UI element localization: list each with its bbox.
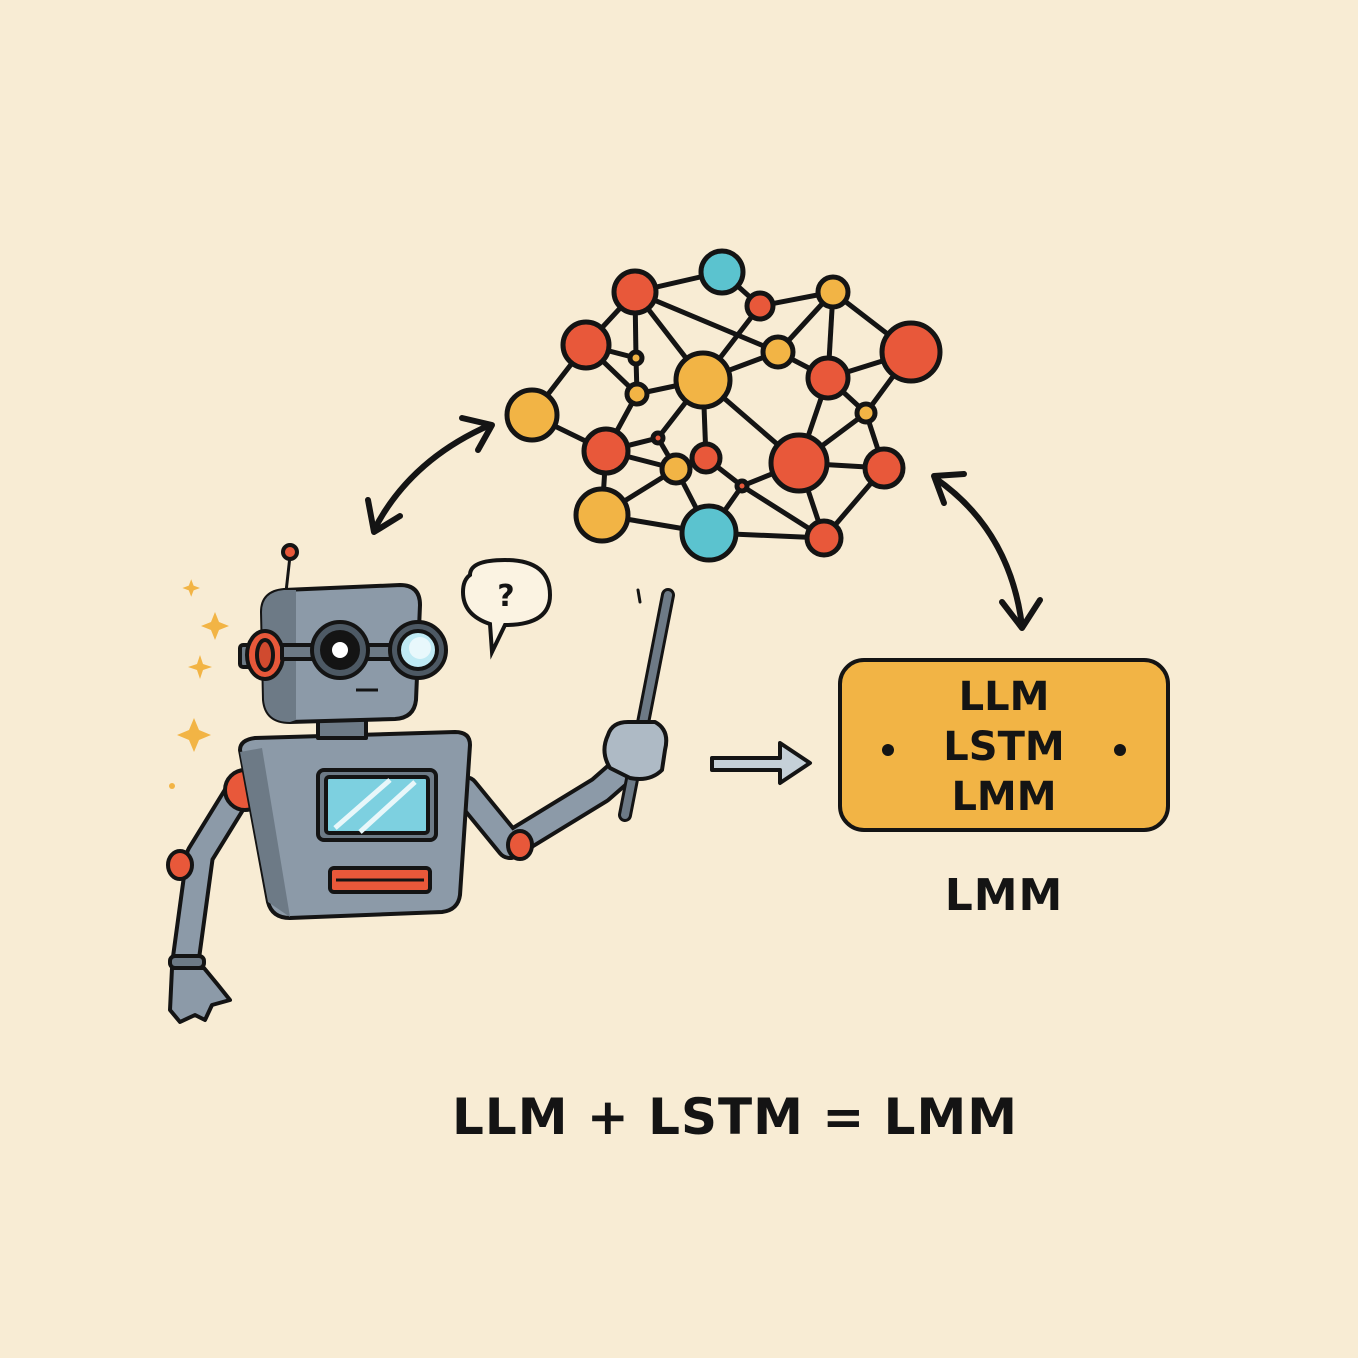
model-box-line-lstm: LSTM: [943, 724, 1065, 770]
robot-icon: [166, 543, 675, 1024]
speech-bubble-icon: ?: [460, 557, 553, 660]
model-box-caption: LMM: [944, 870, 1064, 921]
neural-network-icon: [504, 248, 943, 563]
model-box-line-llm: LLM: [958, 674, 1050, 720]
equation-text: LLM + LSTM = LMM: [452, 1088, 1018, 1146]
double-arrow-right-icon: [931, 471, 1043, 631]
double-arrow-left-icon: [365, 415, 495, 535]
model-box-line-lmm: LMM: [951, 774, 1057, 820]
svg-text:?: ?: [497, 579, 514, 614]
bullet-dot: [1114, 744, 1126, 756]
bullet-dot: [882, 744, 894, 756]
sparkle-icon: [169, 579, 229, 789]
arrow-right-icon: [710, 741, 812, 785]
model-box: LLM LSTM LMM: [838, 658, 1170, 832]
